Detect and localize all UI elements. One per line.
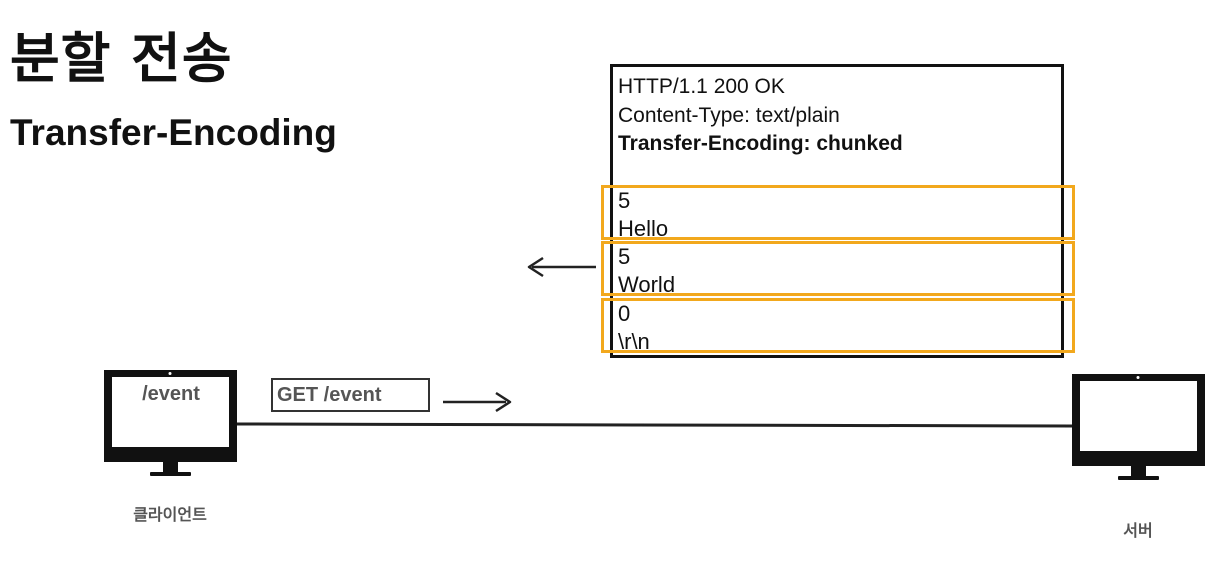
chunk-box-1 xyxy=(601,185,1075,240)
chunk-2-size: 5 xyxy=(618,244,631,269)
response-arrow xyxy=(527,256,596,278)
client-label: 클라이언트 xyxy=(133,505,207,524)
response-transfer-encoding-header: Transfer-Encoding: chunked xyxy=(618,132,903,155)
request-arrow xyxy=(443,391,512,413)
response-status-line: HTTP/1.1 200 OK xyxy=(618,75,785,98)
client-screen-text: /event xyxy=(142,383,200,405)
chunk-1-payload: Hello xyxy=(618,216,669,241)
chunk-box-2 xyxy=(601,241,1075,296)
http-response-box xyxy=(610,64,1064,358)
page-title: 분할 전송 xyxy=(10,27,233,90)
chunk-3-size: 0 xyxy=(618,301,631,326)
chunk-2-payload: World xyxy=(618,272,676,297)
page-subtitle: Transfer-Encoding xyxy=(10,112,337,153)
connection-line xyxy=(236,422,1073,428)
chunk-box-3 xyxy=(601,298,1075,353)
chunk-3-payload: \r\n xyxy=(618,329,650,354)
request-label-box: GET /event xyxy=(271,378,430,412)
server-label: 서버 xyxy=(1123,521,1153,540)
chunk-1-size: 5 xyxy=(618,188,631,213)
client-monitor-icon xyxy=(104,370,237,476)
response-content-type-header: Content-Type: text/plain xyxy=(618,104,840,127)
server-monitor-icon xyxy=(1072,374,1205,480)
